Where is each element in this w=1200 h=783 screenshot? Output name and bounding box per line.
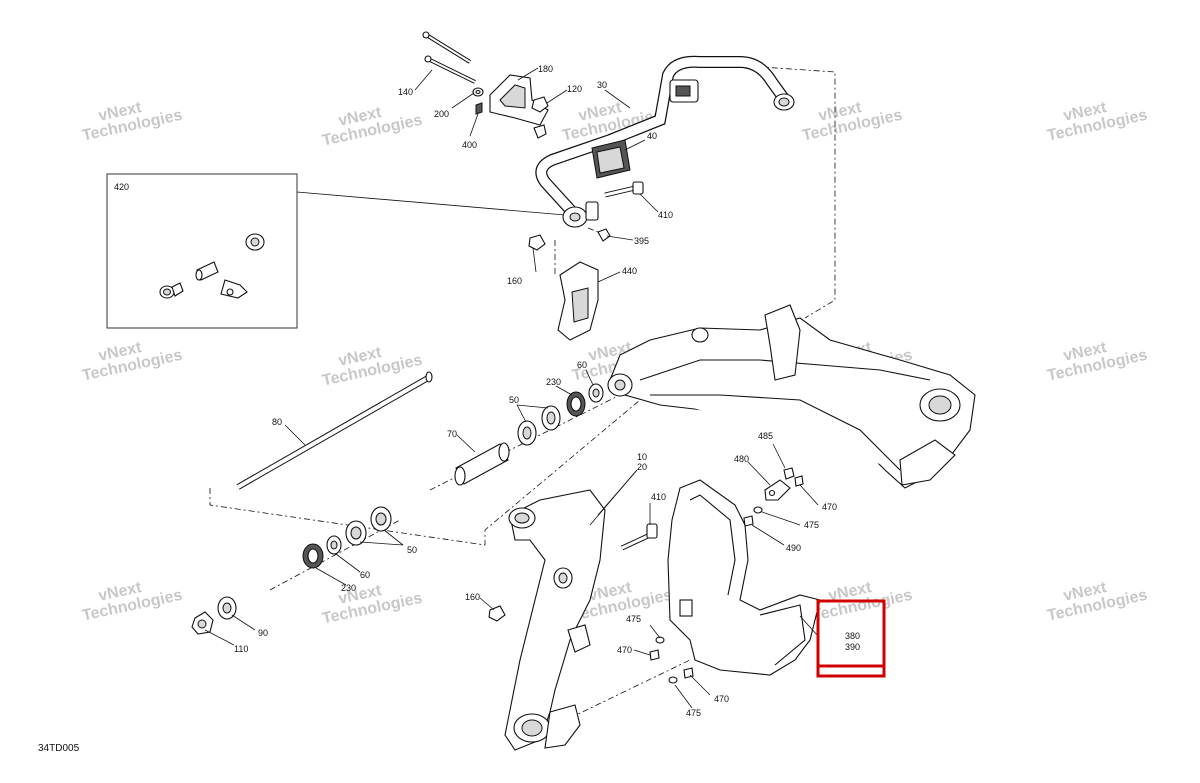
lower-a-arm xyxy=(504,489,606,751)
callout-60-upper[interactable]: 60 xyxy=(577,360,587,370)
callout-440[interactable]: 440 xyxy=(622,266,637,276)
nut-160-lower xyxy=(488,605,506,622)
pivot-bolt-80 xyxy=(236,371,433,490)
bolt-410-upper xyxy=(604,181,644,198)
callouts: 180 120 140 200 400 30 40 410 395 160 44… xyxy=(114,64,860,718)
callout-180[interactable]: 180 xyxy=(538,64,553,74)
callout-475-c[interactable]: 475 xyxy=(686,708,701,718)
callout-110[interactable]: 110 xyxy=(234,644,248,654)
callout-50-upper[interactable]: 50 xyxy=(509,395,519,405)
bracket-180 xyxy=(489,74,549,126)
callout-470-a[interactable]: 470 xyxy=(822,502,837,512)
clip-400 xyxy=(475,102,483,115)
callout-120[interactable]: 120 xyxy=(567,84,582,94)
bushing-kit-detail xyxy=(159,233,265,299)
callout-30[interactable]: 30 xyxy=(597,80,607,90)
detail-leader-420 xyxy=(296,191,566,216)
highlight-box-380-390 xyxy=(816,599,886,678)
callout-40[interactable]: 40 xyxy=(647,131,657,141)
spacer-70 xyxy=(454,442,510,486)
callout-140[interactable]: 140 xyxy=(398,87,413,97)
callout-490[interactable]: 490 xyxy=(786,543,801,553)
callout-480[interactable]: 480 xyxy=(734,454,749,464)
screw-470-b xyxy=(649,649,660,661)
washer-475-a xyxy=(753,506,763,514)
callout-60-lower[interactable]: 60 xyxy=(360,570,370,580)
lower-bearing-stack xyxy=(191,506,392,635)
callout-200[interactable]: 200 xyxy=(434,109,449,119)
bolt-410-lower xyxy=(620,523,658,551)
callout-10[interactable]: 10 xyxy=(637,452,647,462)
bracket-480 xyxy=(764,479,791,501)
nut-395 xyxy=(597,228,611,242)
screw-490 xyxy=(743,515,754,527)
callout-470-b[interactable]: 470 xyxy=(617,645,632,655)
selection-highlight xyxy=(816,599,886,678)
callout-400[interactable]: 400 xyxy=(462,140,477,150)
bracket-440 xyxy=(557,261,599,341)
leader-lines xyxy=(204,67,819,709)
callout-380[interactable]: 380 xyxy=(845,631,860,641)
upper-bearing-stack xyxy=(517,383,604,446)
detail-frame-420 xyxy=(106,173,298,329)
callout-80[interactable]: 80 xyxy=(272,417,282,427)
bolt-140 xyxy=(422,31,476,84)
callout-50-lower[interactable]: 50 xyxy=(407,545,417,555)
nut-160-upper xyxy=(528,234,546,251)
nut-485 xyxy=(783,467,795,480)
callout-90[interactable]: 90 xyxy=(258,628,268,638)
washer-475-c xyxy=(668,676,678,684)
callout-230-lower[interactable]: 230 xyxy=(341,583,356,593)
washer-200 xyxy=(472,87,484,97)
callout-20[interactable]: 20 xyxy=(637,462,647,472)
skid-plate xyxy=(667,479,821,676)
callout-485[interactable]: 485 xyxy=(758,431,773,441)
callout-390[interactable]: 390 xyxy=(845,642,860,652)
sway-bar-30 xyxy=(535,55,795,228)
callout-475-a[interactable]: 475 xyxy=(804,520,819,530)
screw-470-a xyxy=(794,475,804,487)
nut-120 xyxy=(531,96,549,139)
upper-a-arm xyxy=(607,304,976,489)
callout-410-upper[interactable]: 410 xyxy=(658,210,673,220)
callout-470-c[interactable]: 470 xyxy=(714,694,729,704)
bushing-40 xyxy=(591,139,631,179)
callout-230-upper[interactable]: 230 xyxy=(546,377,561,387)
diagram-code: 34TD005 xyxy=(38,743,80,754)
callout-420[interactable]: 420 xyxy=(114,182,129,192)
callout-395[interactable]: 395 xyxy=(634,236,649,246)
callout-70[interactable]: 70 xyxy=(447,429,457,439)
callout-160-lower[interactable]: 160 xyxy=(465,592,480,602)
callout-410-lower[interactable]: 410 xyxy=(651,492,666,502)
washer-475-b xyxy=(655,636,665,644)
callout-475-b[interactable]: 475 xyxy=(626,614,641,624)
callout-160-upper[interactable]: 160 xyxy=(507,276,522,286)
